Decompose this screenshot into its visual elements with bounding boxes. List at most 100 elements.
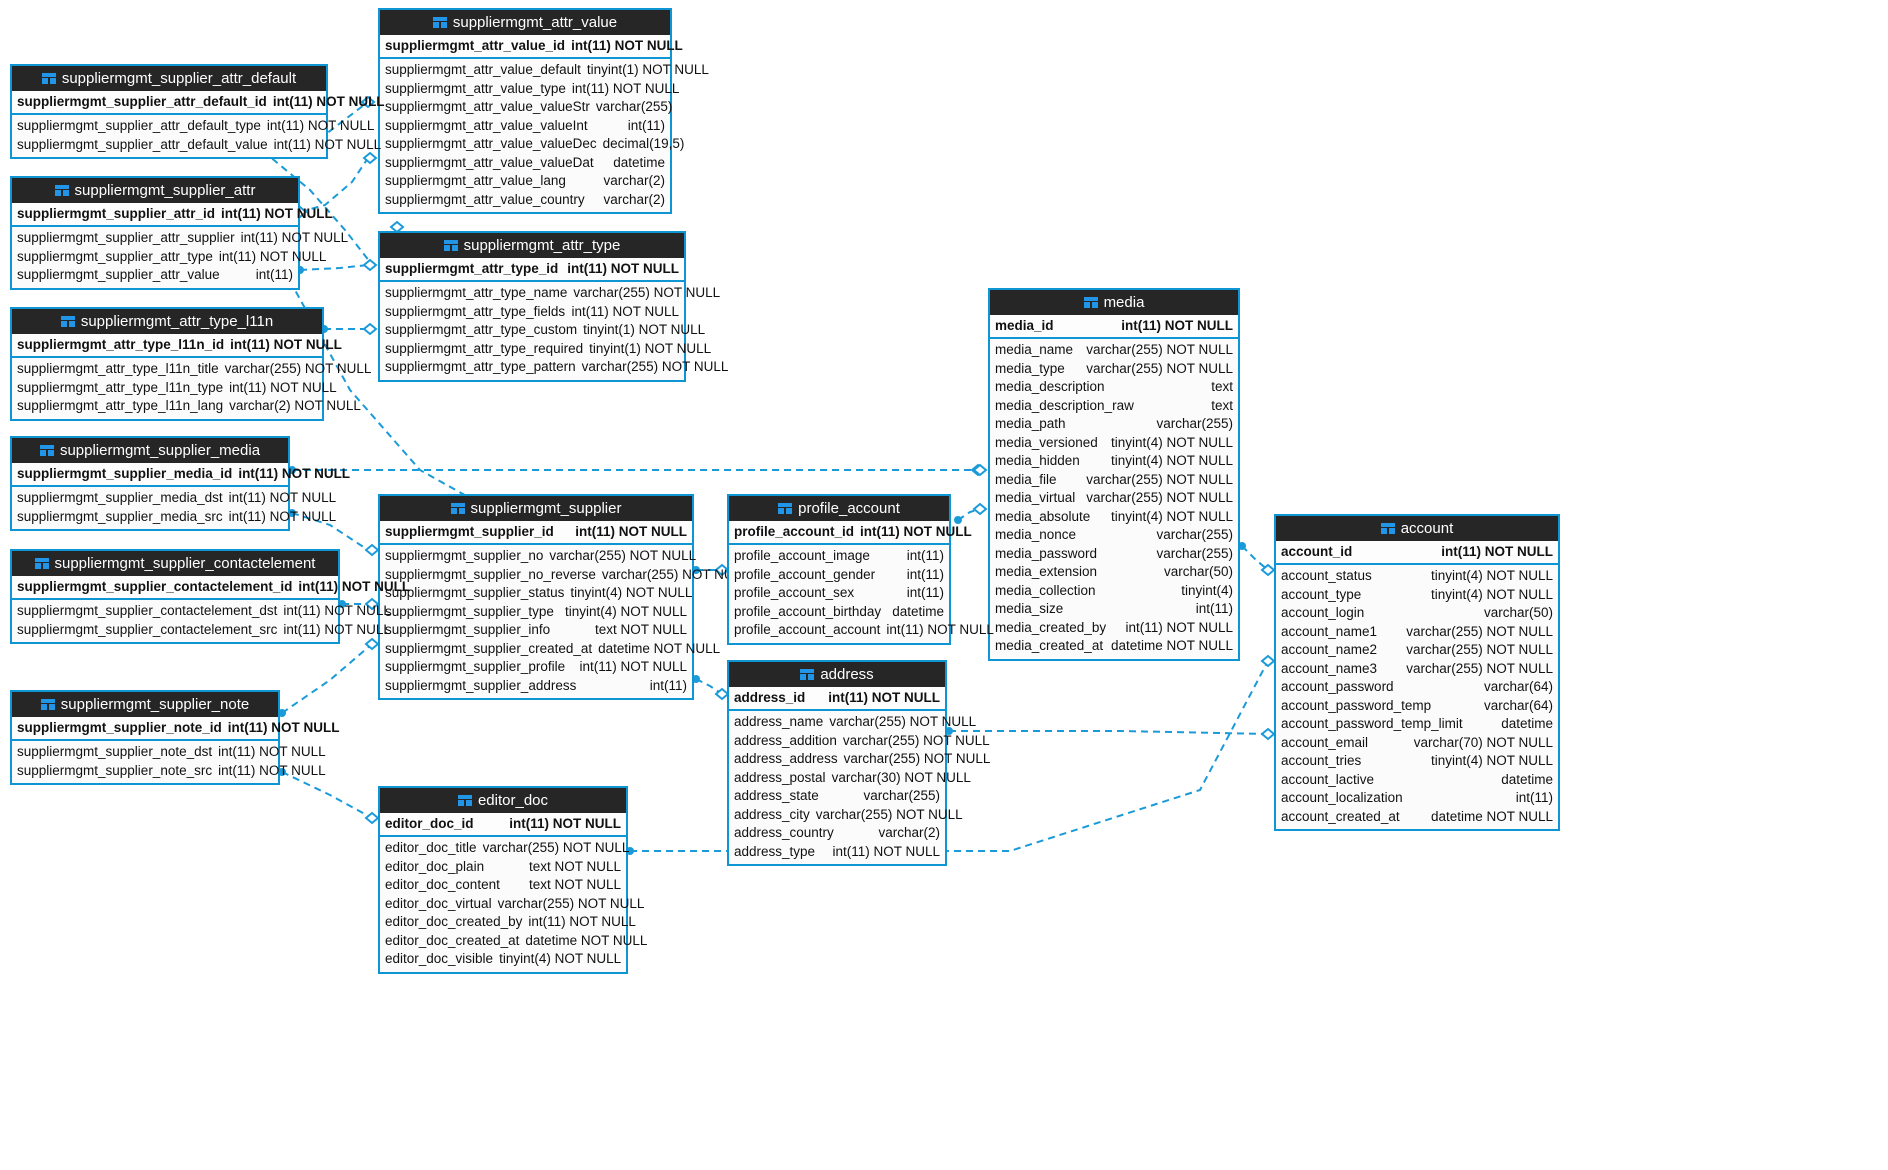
table-header-suppliermgmt_attr_type: suppliermgmt_attr_type (380, 233, 684, 258)
column-name: editor_doc_visible (385, 951, 494, 966)
column-type: tinyint(1) NOT NULL (589, 340, 712, 356)
table-row: media_path varchar(255) (990, 415, 1238, 434)
endpoint-diamond (972, 463, 988, 477)
table-title: address (820, 666, 874, 683)
table-icon (60, 316, 75, 327)
column-name: media_nonce (995, 527, 1077, 542)
table-icon (39, 445, 54, 456)
column-name: suppliermgmt_attr_value_id (385, 38, 566, 53)
column-name: suppliermgmt_supplier_attr_default_id (17, 94, 267, 109)
table-title: suppliermgmt_supplier_contactelement (54, 555, 316, 572)
column-type: varchar(2) (878, 825, 940, 840)
column-type: varchar(70) NOT NULL (1413, 734, 1553, 750)
table-suppliermgmt_attr_type[interactable]: suppliermgmt_attr_type suppliermgmt_attr_… (378, 231, 728, 382)
endpoint-diamond (970, 463, 986, 477)
column-name: suppliermgmt_attr_type_custom (385, 322, 578, 337)
column-name: suppliermgmt_supplier_note_dst (17, 744, 213, 759)
column-type: int(11) NOT NULL (575, 524, 687, 539)
column-type: int(11) NOT NULL (509, 816, 621, 831)
column-name: account_password_temp (1281, 697, 1432, 713)
column-type: varchar(2) (603, 173, 665, 188)
column-type: datetime (1501, 716, 1553, 731)
column-name: suppliermgmt_supplier_address (385, 677, 577, 693)
column-type: varchar(255) (1156, 416, 1233, 431)
table-title: editor_doc (477, 792, 549, 809)
edge-profileaccount-media (957, 508, 981, 521)
table-title: suppliermgmt_supplier_attr_default (61, 70, 297, 87)
column-name: suppliermgmt_supplier_attr_value (17, 267, 220, 282)
endpoint-diamond (362, 151, 378, 165)
column-name: suppliermgmt_supplier_profile (385, 659, 566, 674)
column-name: suppliermgmt_supplier_created_at (385, 640, 593, 656)
table-icon (54, 185, 69, 196)
column-type: varchar(255) NOT NULL (1406, 623, 1553, 639)
endpoint-diamond (364, 543, 380, 557)
column-name: profile_account_birthday (734, 603, 882, 619)
column-type: datetime NOT NULL (598, 640, 721, 656)
column-type: varchar(255) NOT NULL (1086, 360, 1233, 376)
column-type: int(11) NOT NULL (1441, 544, 1553, 559)
column-type: datetime NOT NULL (1430, 808, 1553, 824)
column-name: suppliermgmt_attr_type_required (385, 340, 584, 356)
column-name: media_path (995, 416, 1066, 431)
column-name: account_name1 (1281, 623, 1378, 639)
column-type: varchar(255) NOT NULL (1086, 342, 1233, 357)
column-type: datetime NOT NULL (525, 932, 648, 948)
table-title: account (1400, 520, 1454, 537)
column-name: suppliermgmt_supplier_info (385, 622, 551, 637)
column-name: suppliermgmt_supplier_media_dst (17, 490, 223, 505)
column-name: suppliermgmt_supplier_contactelement_id (17, 579, 293, 594)
column-name: media_size (995, 601, 1064, 616)
column-name: profile_account_id (734, 524, 855, 539)
column-name: suppliermgmt_supplier_media_id (17, 466, 233, 481)
column-name: address_country (734, 825, 834, 840)
column-name: editor_doc_virtual (385, 895, 492, 911)
column-name: account_login (1281, 605, 1365, 620)
